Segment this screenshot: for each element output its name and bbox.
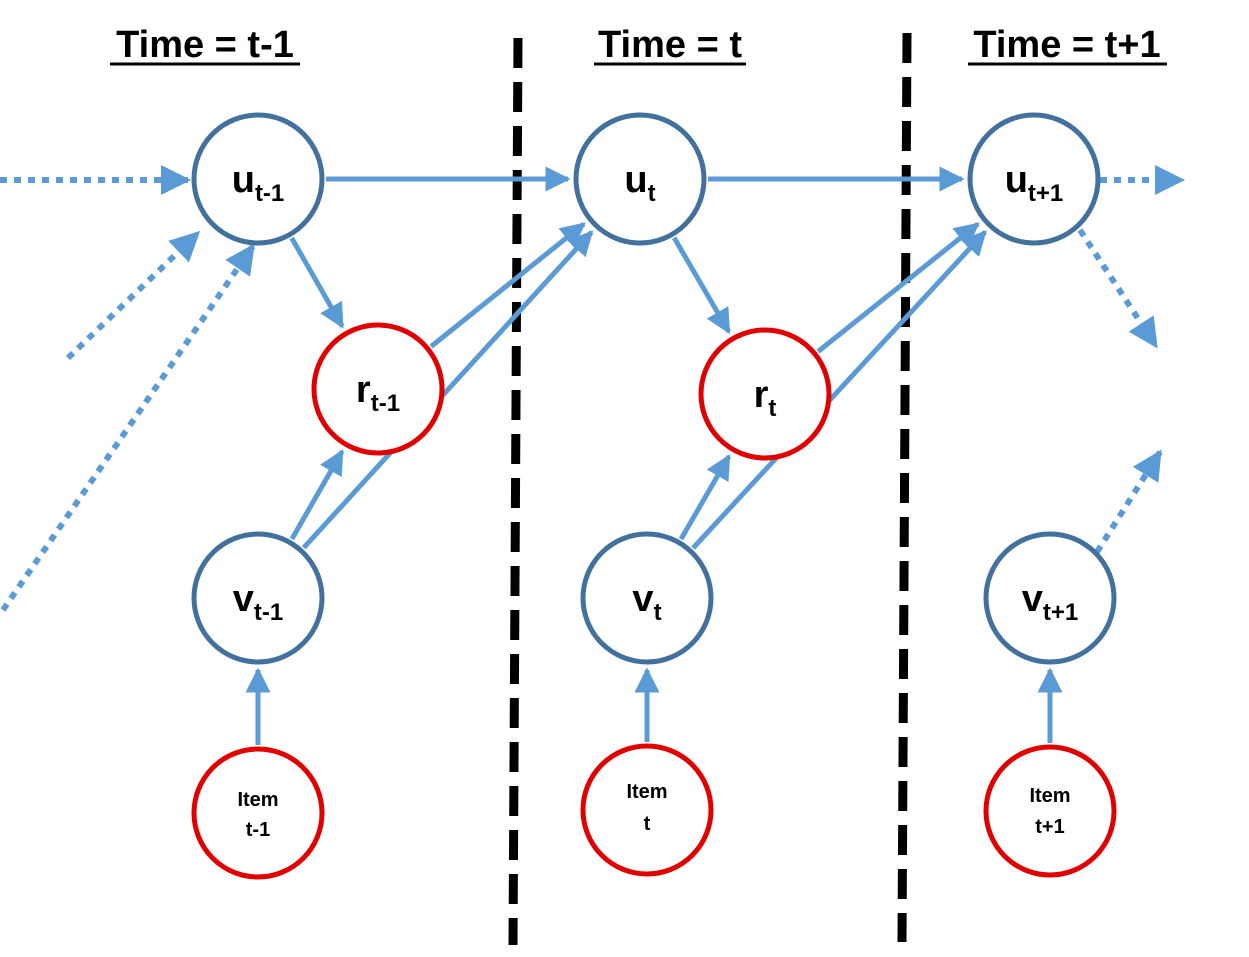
node-subscript: t+1 — [1028, 180, 1063, 207]
node-v-t-plus-1: vt+1 — [983, 531, 1117, 665]
node-v-t: vt — [580, 531, 714, 665]
edges — [245, 166, 1063, 745]
node-var: u — [232, 159, 255, 201]
node-circle — [191, 746, 325, 880]
node-circle — [983, 531, 1117, 665]
node-label: ut — [624, 159, 655, 207]
node-subscript: t — [654, 599, 662, 626]
node-circle — [983, 744, 1117, 878]
node-circle — [311, 322, 445, 456]
node-subscript: t-1 — [371, 390, 400, 417]
node-var: v — [1022, 578, 1043, 620]
node-var: r — [356, 369, 371, 411]
node-subscript: t — [768, 395, 776, 422]
edge-v-tm1-to-r-tm1 — [289, 449, 345, 541]
node-label: vt+1 — [1022, 578, 1079, 626]
dotted-edge-in-lower-diagonal — [0, 243, 256, 612]
node-circle — [580, 743, 714, 877]
node-circle — [698, 327, 832, 461]
node-label: vt-1 — [233, 578, 283, 626]
node-var: u — [624, 159, 647, 201]
node-item-line1: Item — [237, 789, 278, 811]
node-item-t-plus-1: Item t+1 — [983, 744, 1117, 878]
node-item-line2: t+1 — [1035, 816, 1064, 838]
dotted-edge-in-upper-diagonal — [65, 230, 201, 361]
node-label: rt — [754, 374, 777, 422]
node-item-t: Item t — [580, 743, 714, 877]
edge-v-t-to-r-t — [678, 454, 732, 541]
node-r-t: rt — [698, 327, 832, 461]
time-divider-2 — [897, 32, 912, 943]
node-item-line1: Item — [1029, 785, 1070, 807]
edge-u-t-to-r-t — [672, 236, 731, 334]
time-divider-1 — [508, 37, 523, 946]
edge-v-t-to-u-tp1 — [691, 230, 987, 550]
time-title-label: Time = t-1 — [116, 24, 294, 66]
node-label: ut-1 — [232, 159, 285, 207]
edge-u-tm1-to-r-tm1 — [289, 236, 345, 329]
node-item-line2: t-1 — [246, 819, 270, 841]
node-v-t-minus-1: vt-1 — [191, 531, 325, 665]
dotted-edge-out-diagonal — [1077, 228, 1159, 349]
node-circle — [967, 112, 1101, 246]
node-item-t-minus-1: Item t-1 — [191, 746, 325, 880]
edge-r-tm1-to-u-t — [429, 222, 586, 349]
nodes: ut-1 rt-1 vt-1 Item t-1 ut rt vt — [191, 112, 1117, 880]
node-circle — [580, 531, 714, 665]
node-u-t-plus-1: ut+1 — [967, 112, 1101, 246]
node-item-line1: Item — [626, 781, 667, 803]
node-r-t-minus-1: rt-1 — [311, 322, 445, 456]
node-var: v — [632, 578, 653, 620]
node-var: u — [1005, 159, 1028, 201]
node-label: ut+1 — [1005, 159, 1064, 207]
node-var: v — [233, 578, 254, 620]
node-subscript: t — [648, 180, 656, 207]
dotted-edges — [0, 165, 1185, 612]
time-title-t-minus-1: Time = t-1 — [110, 24, 300, 66]
node-circle — [191, 531, 325, 665]
node-label: rt-1 — [356, 369, 400, 417]
time-title-t: Time = t — [594, 24, 746, 66]
dotted-edge-out-from-v — [1094, 449, 1163, 554]
node-item-line2: t — [644, 813, 651, 835]
node-subscript: t-1 — [255, 180, 284, 207]
node-label: vt — [632, 578, 661, 626]
time-title-t-plus-1: Time = t+1 — [968, 24, 1167, 66]
node-u-t: ut — [573, 112, 707, 246]
node-circle — [573, 112, 707, 246]
node-subscript: t+1 — [1043, 599, 1078, 626]
node-circle — [191, 112, 325, 246]
node-subscript: t-1 — [254, 599, 283, 626]
node-var: r — [754, 374, 769, 416]
node-u-t-minus-1: ut-1 — [191, 112, 325, 246]
edge-r-t-to-u-tp1 — [816, 222, 980, 354]
time-title-label: Time = t+1 — [973, 24, 1160, 66]
time-title-label: Time = t — [598, 24, 742, 66]
edge-v-tm1-to-u-t — [301, 230, 594, 550]
